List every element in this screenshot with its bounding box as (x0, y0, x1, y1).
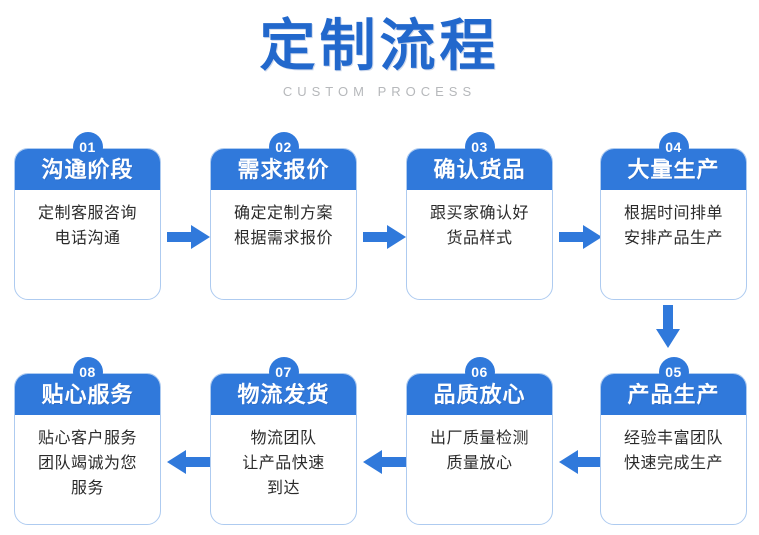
arrow-right-icon (559, 224, 603, 250)
step-body-line: 服务 (70, 479, 104, 497)
process-step-03[interactable]: 03 确认货品 跟买家确认好 货品样式 (406, 132, 553, 300)
step-title: 确认货品 (433, 156, 526, 182)
step-number-badge: 05 (658, 357, 689, 387)
step-card[interactable]: 确认货品 跟买家确认好 货品样式 (406, 148, 553, 300)
step-card-body: 经验丰富团队 快速完成生产 (601, 415, 746, 524)
arrow-right-icon (167, 224, 211, 250)
step-number-badge: 03 (464, 132, 495, 162)
step-title: 贴心服务 (41, 381, 134, 407)
step-body-line: 经验丰富团队 (623, 430, 723, 447)
process-step-07[interactable]: 07 物流发货 物流团队 让产品快速 到达 (210, 357, 357, 525)
arrow-right-icon (363, 224, 407, 250)
step-card-header: 产品生产 (601, 374, 746, 415)
process-step-01[interactable]: 01 沟通阶段 定制客服咨询 电话沟通 (14, 132, 161, 300)
step-card-body: 物流团队 让产品快速 到达 (211, 415, 356, 524)
step-card-body: 确定定制方案 根据需求报价 (211, 190, 356, 299)
step-body-line: 到达 (266, 479, 300, 497)
arrow-down-icon (655, 305, 681, 349)
step-card[interactable]: 大量生产 根据时间排单 安排产品生产 (600, 148, 747, 300)
step-card-header: 品质放心 (407, 374, 552, 415)
step-card-header: 贴心服务 (15, 374, 160, 415)
step-card-body: 定制客服咨询 电话沟通 (15, 190, 160, 299)
step-body-line: 快速完成生产 (623, 454, 723, 472)
step-card[interactable]: 沟通阶段 定制客服咨询 电话沟通 (14, 148, 161, 300)
step-number-badge: 06 (464, 357, 495, 387)
step-card[interactable]: 需求报价 确定定制方案 根据需求报价 (210, 148, 357, 300)
process-step-08[interactable]: 08 贴心服务 贴心客户服务 团队竭诚为您 服务 (14, 357, 161, 525)
step-body-line: 质量放心 (446, 454, 513, 472)
page-subtitle: CUSTOM PROCESS (282, 84, 477, 100)
step-body-line: 出厂质量检测 (429, 430, 529, 447)
step-card-body: 根据时间排单 安排产品生产 (601, 190, 746, 299)
page-header: 定制流程 CUSTOM PROCESS (0, 0, 759, 120)
step-title: 沟通阶段 (41, 156, 134, 182)
step-card-body: 出厂质量检测 质量放心 (407, 415, 552, 524)
step-title: 需求报价 (237, 156, 330, 182)
step-body-line: 确定定制方案 (233, 205, 333, 222)
step-body-line: 安排产品生产 (623, 229, 723, 247)
step-body-line: 团队竭诚为您 (37, 454, 137, 472)
step-body-line: 跟买家确认好 (429, 205, 529, 222)
step-body-line: 贴心客户服务 (37, 430, 137, 447)
step-card-body: 贴心客户服务 团队竭诚为您 服务 (15, 415, 160, 524)
step-card[interactable]: 产品生产 经验丰富团队 快速完成生产 (600, 373, 747, 525)
page-title: 定制流程 (259, 14, 500, 77)
step-card-header: 确认货品 (407, 149, 552, 190)
step-card[interactable]: 物流发货 物流团队 让产品快速 到达 (210, 373, 357, 525)
arrow-left-icon (559, 449, 603, 475)
step-card[interactable]: 贴心服务 贴心客户服务 团队竭诚为您 服务 (14, 373, 161, 525)
process-row-bottom: 08 贴心服务 贴心客户服务 团队竭诚为您 服务 07 物流发货 物流团队 让产… (0, 355, 759, 535)
process-row-top: 01 沟通阶段 定制客服咨询 电话沟通 02 需求报价 确定定制方案 根据需求报… (0, 130, 759, 310)
step-card-header: 大量生产 (601, 149, 746, 190)
arrow-left-icon (167, 449, 211, 475)
step-body-line: 根据需求报价 (233, 229, 333, 247)
step-number-badge: 07 (268, 357, 299, 387)
step-number-badge: 02 (268, 132, 299, 162)
step-body-line: 货品样式 (446, 229, 513, 247)
step-card-body: 跟买家确认好 货品样式 (407, 190, 552, 299)
step-title: 产品生产 (627, 381, 720, 407)
process-step-06[interactable]: 06 品质放心 出厂质量检测 质量放心 (406, 357, 553, 525)
step-card[interactable]: 品质放心 出厂质量检测 质量放心 (406, 373, 553, 525)
step-title: 大量生产 (627, 156, 720, 182)
process-step-04[interactable]: 04 大量生产 根据时间排单 安排产品生产 (600, 132, 747, 300)
step-body-line: 定制客服咨询 (37, 205, 137, 222)
step-title: 品质放心 (433, 381, 526, 407)
step-number-badge: 01 (72, 132, 103, 162)
step-number-badge: 08 (72, 357, 103, 387)
step-body-line: 电话沟通 (54, 229, 121, 247)
step-body-line: 物流团队 (250, 430, 317, 447)
step-body-line: 让产品快速 (242, 454, 325, 472)
arrow-left-icon (363, 449, 407, 475)
process-step-02[interactable]: 02 需求报价 确定定制方案 根据需求报价 (210, 132, 357, 300)
step-body-line: 根据时间排单 (623, 205, 723, 222)
step-number-badge: 04 (658, 132, 689, 162)
process-step-05[interactable]: 05 产品生产 经验丰富团队 快速完成生产 (600, 357, 747, 525)
step-title: 物流发货 (237, 381, 330, 407)
